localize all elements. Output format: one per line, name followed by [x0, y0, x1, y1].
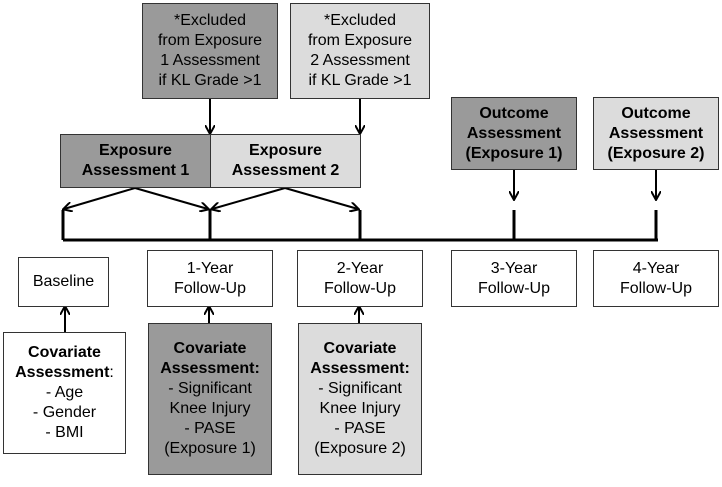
excl2-line-1: *Excluded: [323, 12, 397, 29]
timepoint-1-year: 1-Year Follow-Up: [147, 250, 273, 307]
timepoint-baseline: Baseline: [18, 257, 109, 307]
timepoint-2-year: 2-Year Follow-Up: [297, 250, 423, 307]
excl2-line-3: 2 Assessment: [310, 52, 410, 69]
y4-line-1: 4-Year: [632, 259, 680, 277]
excl2-line-4: if KL Grade >1: [308, 72, 412, 89]
timepoint-4-year: 4-Year Follow-Up: [593, 250, 719, 307]
cov0-item-2: - Gender: [32, 404, 97, 421]
cov0-item-3: - BMI: [45, 424, 84, 441]
exp2-line-1: Exposure: [249, 142, 322, 159]
y2-line-1: 2-Year: [336, 259, 384, 277]
cov1-item-2: Knee Injury: [169, 400, 251, 417]
cov1-item-3: - PASE: [184, 420, 236, 437]
cov2-item-4: (Exposure 2): [314, 440, 406, 457]
outcome-assessment-exposure-1: Outcome Assessment (Exposure 1): [451, 97, 577, 170]
excl1-line-2: from Exposure: [157, 32, 263, 49]
excl1-line-4: if KL Grade >1: [158, 72, 262, 89]
exp1-arrow-right: [134, 187, 208, 209]
exclusion-box-exposure-2: *Excluded from Exposure 2 Assessment if …: [290, 3, 430, 99]
out1-line-2: Assessment: [466, 124, 562, 142]
baseline-label: Baseline: [32, 273, 95, 290]
y2-line-2: Follow-Up: [323, 279, 396, 297]
out1-line-1: Outcome: [479, 104, 549, 122]
cov2-item-3: - PASE: [334, 420, 386, 437]
exp1-arrow-left: [64, 187, 136, 209]
out2-line-1: Outcome: [621, 104, 691, 122]
y1-line-1: 1-Year: [186, 259, 234, 277]
covariate-assessment-exposure-1: Covariate Assessment: - Significant Knee…: [148, 323, 272, 475]
out2-line-3: (Exposure 2): [607, 144, 705, 162]
exp1-line-1: Exposure: [99, 142, 172, 159]
out2-line-2: Assessment: [608, 124, 704, 142]
timepoint-3-year: 3-Year Follow-Up: [451, 250, 577, 307]
exclusion-box-exposure-1: *Excluded from Exposure 1 Assessment if …: [142, 3, 278, 99]
exp2-line-2: Assessment 2: [231, 162, 340, 179]
y1-line-2: Follow-Up: [173, 279, 246, 297]
covariate-assessment-exposure-2: Covariate Assessment: - Significant Knee…: [298, 323, 422, 475]
out1-line-3: (Exposure 1): [465, 144, 563, 162]
excl1-line-3: 1 Assessment: [160, 52, 260, 69]
cov0-item-1: - Age: [45, 384, 84, 401]
cov2-item-2: Knee Injury: [319, 400, 401, 417]
excl1-line-1: *Excluded: [173, 12, 247, 29]
cov1-title2: Assessment:: [160, 360, 260, 377]
cov0-colon: :: [109, 364, 114, 381]
outcome-assessment-exposure-2: Outcome Assessment (Exposure 2): [593, 97, 719, 170]
cov2-title: Covariate: [323, 340, 397, 357]
cov2-title2: Assessment:: [310, 360, 410, 377]
cov1-item-4: (Exposure 1): [164, 440, 256, 457]
cov2-item-1: - Significant: [318, 380, 402, 397]
y4-line-2: Follow-Up: [619, 279, 692, 297]
exposure-assessment-1: Exposure Assessment 1: [60, 134, 211, 188]
exp1-line-2: Assessment 1: [81, 162, 190, 179]
cov0-title2-wrap: Assessment:: [15, 363, 114, 383]
cov0-title: Covariate: [28, 344, 101, 361]
excl2-line-2: from Exposure: [307, 32, 413, 49]
y3-line-1: 3-Year: [490, 259, 538, 277]
y3-line-2: Follow-Up: [477, 279, 550, 297]
covariate-assessment-baseline: Covariate Assessment: - Age - Gender - B…: [3, 332, 126, 454]
exp2-arrow-left: [212, 187, 286, 209]
cov1-title: Covariate: [173, 340, 247, 357]
cov1-item-1: - Significant: [168, 380, 252, 397]
exp2-arrow-right: [284, 187, 358, 209]
cov0-title2: Assessment: [15, 364, 110, 381]
exposure-assessment-2: Exposure Assessment 2: [210, 134, 361, 188]
